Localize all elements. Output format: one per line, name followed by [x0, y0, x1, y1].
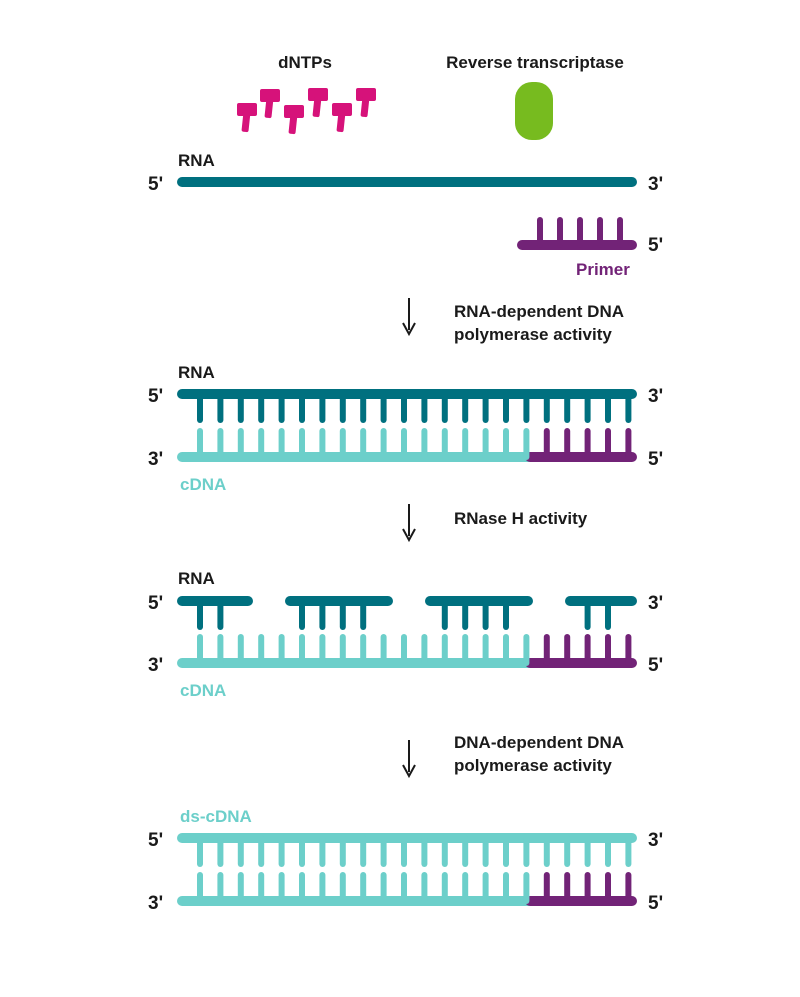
transition1-line2: polymerase activity [454, 325, 612, 344]
arrow-2 [402, 504, 416, 543]
reverse-transcriptase-shape [515, 82, 553, 140]
step2-bottom-5prime: 5' [648, 449, 663, 470]
step3-top-3prime: 3' [648, 593, 663, 614]
dntp-cluster [237, 88, 376, 135]
dntp-head-0 [237, 103, 257, 116]
step2-cdna-label: cDNA [180, 475, 226, 494]
transition2-line1: RNase H activity [454, 509, 588, 528]
dntp-stem-1 [264, 97, 274, 119]
dntp-stem-4 [336, 111, 346, 133]
dntp-stem-0 [241, 111, 251, 133]
enzyme-label: Reverse transcriptase [446, 53, 624, 72]
step3-top-5prime: 5' [148, 593, 163, 614]
transition3-line1: DNA-dependent DNA [454, 733, 624, 752]
step1-rna-label: RNA [178, 151, 215, 170]
step3-bottom-3prime: 3' [148, 655, 163, 676]
step2-top-5prime: 5' [148, 386, 163, 407]
dntp-head-5 [356, 88, 376, 101]
arrow-1 [402, 298, 416, 337]
dntp-stem-5 [360, 96, 370, 118]
step4-top-3prime: 3' [648, 830, 663, 851]
dntps-label: dNTPs [278, 53, 332, 72]
transition1-line1: RNA-dependent DNA [454, 302, 624, 321]
step2-top-3prime: 3' [648, 386, 663, 407]
step2-bottom-3prime: 3' [148, 449, 163, 470]
dntp-head-4 [332, 103, 352, 116]
arrow-3 [402, 740, 416, 779]
step1-primer [517, 217, 637, 250]
dntp-stem-3 [312, 96, 322, 118]
step1-rna-5prime: 5' [148, 174, 163, 195]
step4-top-5prime: 5' [148, 830, 163, 851]
step4-dscdna-label: ds-cDNA [180, 807, 252, 826]
dntp-head-1 [260, 89, 280, 102]
step2-duplex [177, 389, 637, 462]
step1-primer-label: Primer [576, 260, 630, 279]
transition3-line2: polymerase activity [454, 756, 612, 775]
step1-primer-5prime: 5' [648, 235, 663, 256]
step2-rna-label: RNA [178, 363, 215, 382]
step3-cdna-label: cDNA [180, 681, 226, 700]
step3-rna-label: RNA [178, 569, 215, 588]
step4-duplex [177, 833, 637, 906]
dntp-stem-2 [288, 113, 298, 135]
dntp-head-3 [308, 88, 328, 101]
step4-bottom-3prime: 3' [148, 893, 163, 914]
step1-rna-3prime: 3' [648, 174, 663, 195]
step3-duplex [177, 596, 637, 668]
dntp-head-2 [284, 105, 304, 118]
step4-bottom-5prime: 5' [648, 893, 663, 914]
step3-bottom-5prime: 5' [648, 655, 663, 676]
